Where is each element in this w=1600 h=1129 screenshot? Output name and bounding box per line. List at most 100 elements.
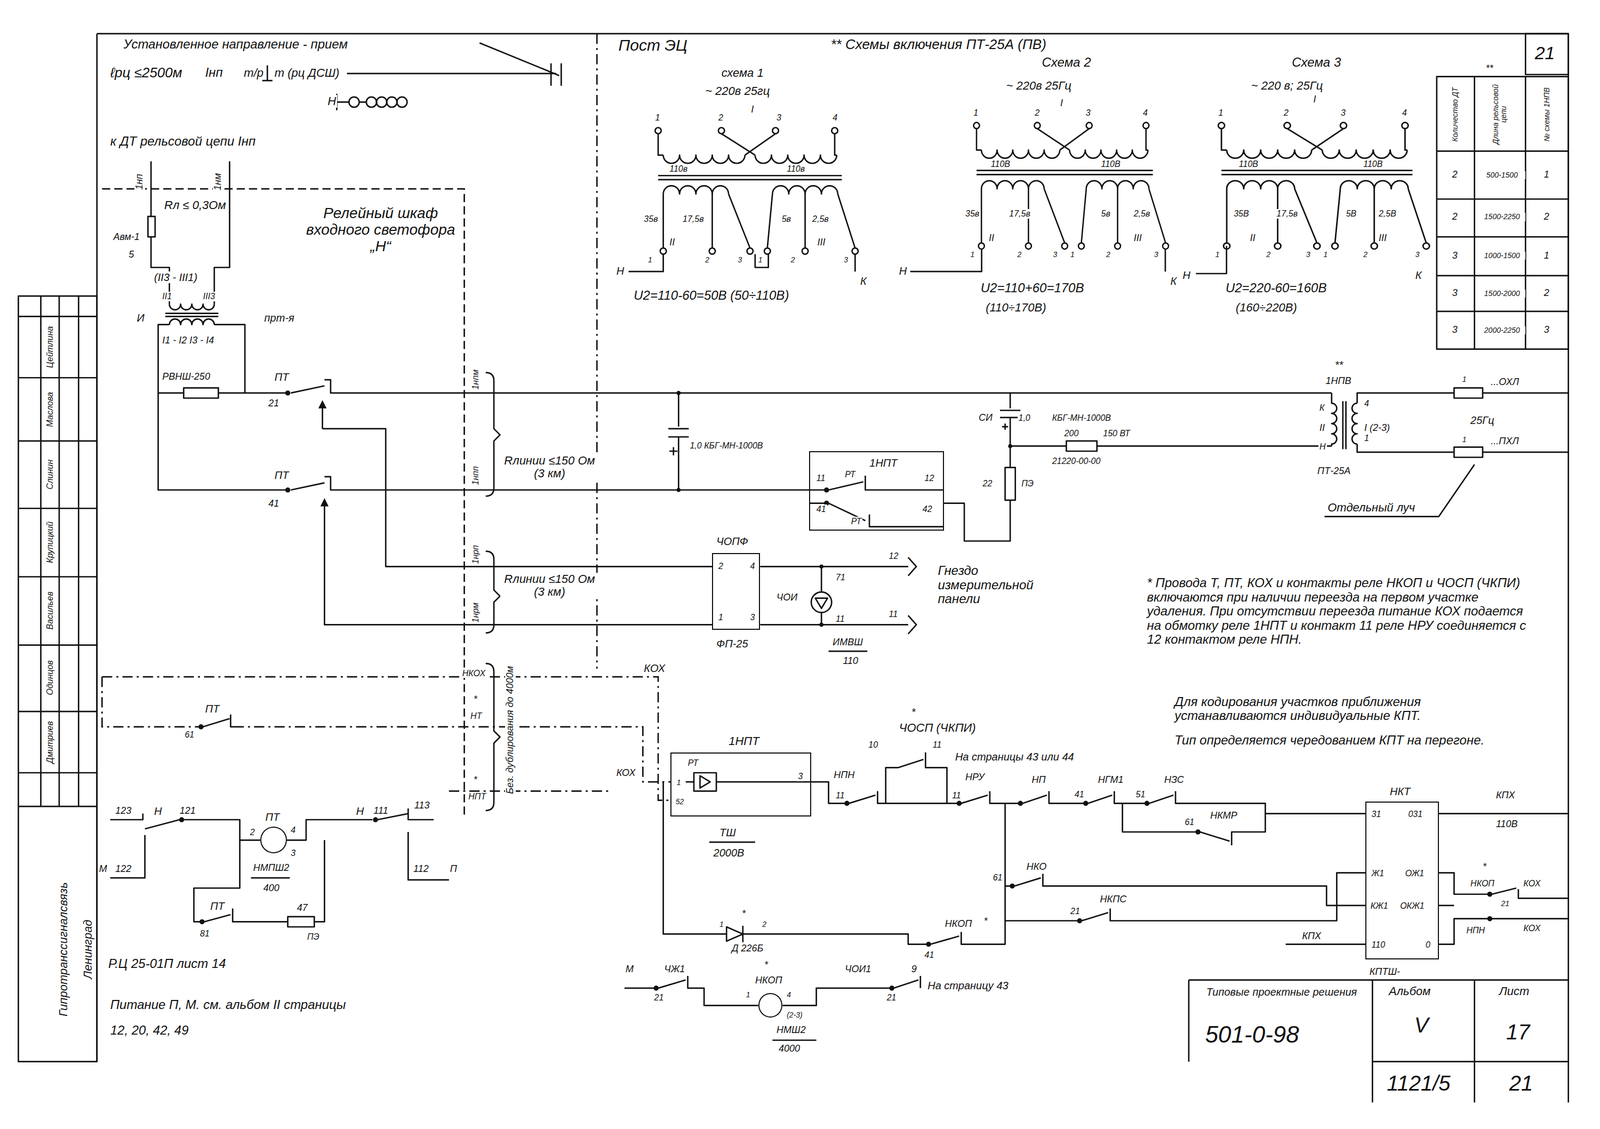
wire-path xyxy=(101,676,671,782)
label: 2 xyxy=(761,920,768,929)
wire-path xyxy=(1009,883,1015,890)
wire-path xyxy=(1083,801,1089,807)
label: 1нпм xyxy=(470,368,481,391)
label: 4 xyxy=(1401,108,1408,118)
label: II1 xyxy=(161,291,173,302)
label: 1нм xyxy=(213,172,224,192)
label: Р.Ц 25-01П лист 14 xyxy=(107,956,228,971)
wire-path xyxy=(811,592,832,613)
wire-path xyxy=(179,390,1493,991)
label: 5в xyxy=(780,214,792,224)
wire-path xyxy=(348,97,359,108)
relay-label: НМПШ2 xyxy=(252,862,291,874)
label: 1нп xyxy=(134,172,146,191)
wire-path xyxy=(199,919,205,925)
wire-path xyxy=(485,551,501,634)
label: 1 xyxy=(646,256,654,264)
label: * xyxy=(910,706,917,718)
wire-path xyxy=(158,392,286,395)
wire-path xyxy=(1005,467,1016,501)
label: Маслова xyxy=(45,390,55,428)
label: Питание П, М. см. альбом II страницы xyxy=(109,997,348,1012)
label: 3 xyxy=(736,256,743,264)
label: ПТ xyxy=(204,702,221,715)
label: 110В xyxy=(1237,159,1260,170)
relay-label: НКОП xyxy=(754,975,783,987)
relay-box: 1НПТРТ1523ТШ2000В xyxy=(670,752,812,818)
label: 110в xyxy=(668,164,689,174)
label: 1 xyxy=(1069,250,1076,259)
label: 110В xyxy=(1494,819,1519,830)
label: 1 xyxy=(718,920,725,929)
label: Н xyxy=(1318,442,1327,452)
wire-path xyxy=(288,916,315,927)
label: НГМ1 xyxy=(1097,774,1125,786)
label: НЗС xyxy=(1163,774,1186,786)
label: НКОХ xyxy=(461,668,487,679)
label: ПТ xyxy=(273,469,291,482)
label: 2 xyxy=(789,256,797,264)
label: 12 xyxy=(888,551,900,562)
wire-path xyxy=(1331,393,1338,447)
label: U2=110-60=50В (50÷110В) xyxy=(632,288,790,303)
label: 2 xyxy=(1033,108,1041,118)
label: * xyxy=(472,694,479,706)
label: НПН xyxy=(1465,925,1486,936)
label: Релейный шкаф входного светофора „Н“ xyxy=(298,205,464,255)
wire-path xyxy=(819,622,824,628)
relay-label: 31 xyxy=(1370,809,1383,820)
relay-label: 4 xyxy=(748,561,756,572)
label: 1500-2250 xyxy=(1478,212,1526,221)
label: Н xyxy=(898,265,908,277)
label: НТ xyxy=(469,711,483,722)
label: 2 xyxy=(1542,211,1551,223)
label: II xyxy=(668,237,676,248)
label: 61 xyxy=(183,730,196,740)
wire-path xyxy=(693,772,717,791)
label: 35в xyxy=(964,209,981,219)
label: 11 xyxy=(931,740,943,750)
wire-path xyxy=(925,941,932,948)
label: Количество ДТ xyxy=(1451,82,1460,147)
label: Гипротранссигналсвязь xyxy=(57,881,70,1018)
label: КОХ xyxy=(1522,923,1542,934)
label: Отдельный луч xyxy=(1326,501,1416,515)
label: Rлинии ≤150 Ом (3 км) xyxy=(500,454,600,480)
label: 500-1500 xyxy=(1478,171,1526,180)
label: 2 xyxy=(717,113,725,123)
wire-path xyxy=(1008,444,1013,449)
label: 11 xyxy=(834,790,846,801)
label: 1 xyxy=(1542,169,1551,181)
label: II xyxy=(1249,233,1257,244)
label: Васильев xyxy=(45,590,55,631)
label: 12, 20, 42, 49 xyxy=(109,1023,190,1038)
label: 2 xyxy=(1282,108,1290,118)
wire-path xyxy=(203,714,234,727)
wire-path xyxy=(1438,813,1569,945)
label: 1 xyxy=(969,250,976,259)
label: * Провода Т, ПТ, КОХ и контакты реле НКО… xyxy=(1146,576,1536,647)
label: 35В xyxy=(1232,209,1250,219)
label: Установленное направление - прием xyxy=(122,37,349,52)
wire-path xyxy=(285,390,291,396)
label: 1 xyxy=(1217,108,1225,118)
label: 41 xyxy=(267,498,280,510)
label: 2000-2250 xyxy=(1478,326,1526,335)
label: 123 xyxy=(114,805,133,817)
label: ~ 220в 25Гц xyxy=(1005,79,1073,93)
label: ПТ-25А xyxy=(1316,466,1352,477)
wire-path xyxy=(1453,387,1483,398)
label: КОХ xyxy=(642,662,667,675)
label: 2 xyxy=(1451,169,1459,181)
label: РВНШ-250 xyxy=(161,371,212,383)
label: 10 xyxy=(867,740,879,750)
label: 111 xyxy=(372,805,389,817)
label: ПТ xyxy=(209,900,226,912)
label: На страницы 43 или 44 xyxy=(954,750,1076,763)
label: ℓрц ≤2500м xyxy=(109,65,184,81)
wire-path xyxy=(101,188,464,817)
label: НПТ xyxy=(467,792,487,802)
label: НКО xyxy=(1025,861,1048,873)
label: 4000 xyxy=(777,1043,802,1055)
label: 71 xyxy=(834,572,847,583)
